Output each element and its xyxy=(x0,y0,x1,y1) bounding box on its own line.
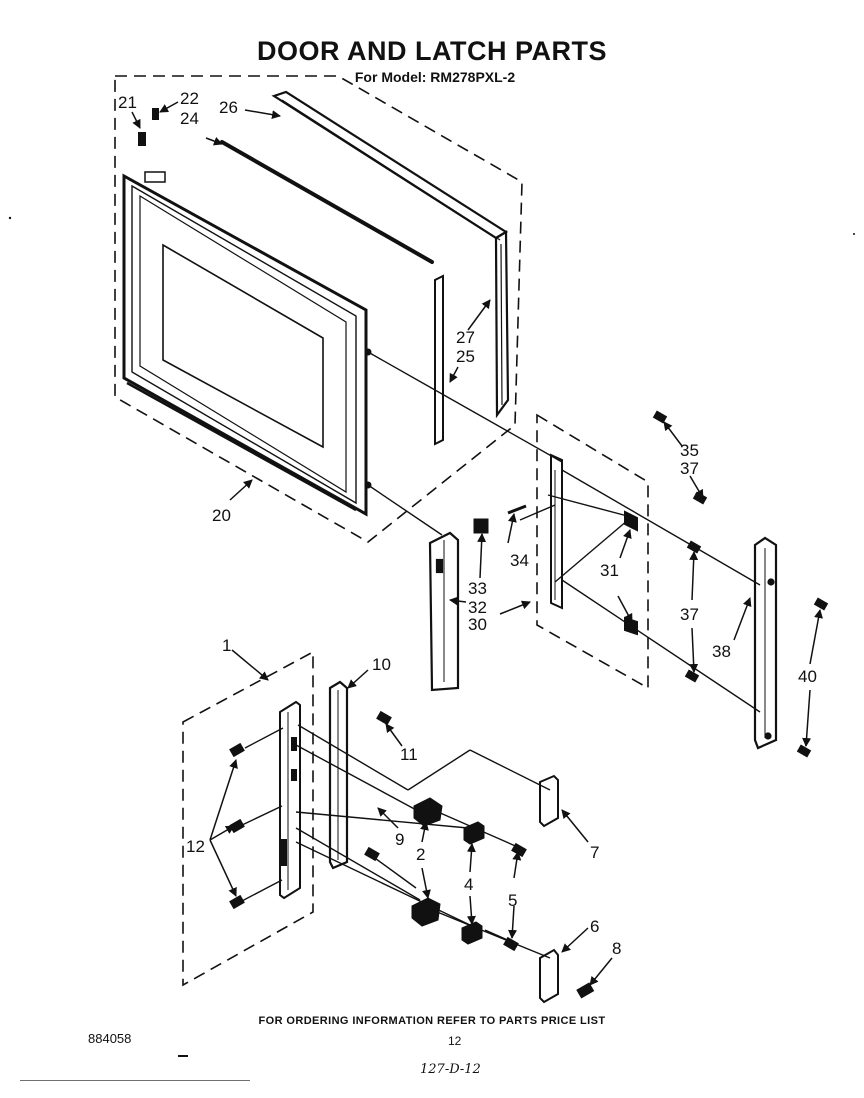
cam-2-upper xyxy=(413,797,443,827)
screws-top xyxy=(138,108,159,146)
callout-40: 40 xyxy=(798,667,817,686)
latch-assembly-outline xyxy=(182,650,314,987)
callout-6: 6 xyxy=(590,917,599,936)
assembly-outlines xyxy=(114,75,649,987)
page-number: 12 xyxy=(448,1034,462,1048)
door-assembly-outline xyxy=(114,75,523,543)
model-subtitle: For Model: RM278PXL-2 xyxy=(354,69,516,85)
callout-11: 11 xyxy=(400,745,418,764)
callout-20: 20 xyxy=(212,506,231,525)
switch-7 xyxy=(539,774,559,828)
callout-35: 35 xyxy=(680,441,699,460)
callout-arrows xyxy=(131,101,823,986)
callout-1: 1 xyxy=(222,636,231,655)
door-top-bracket xyxy=(144,171,166,183)
seal-strip-25 xyxy=(434,274,444,446)
callout-31: 31 xyxy=(600,561,619,580)
callout-labels: 21 22 24 26 27 25 20 35 37 34 31 33 32 3… xyxy=(118,89,817,958)
callout-37-upper: 37 xyxy=(680,459,699,478)
block-4-lower xyxy=(461,921,483,945)
block-4-upper xyxy=(463,821,485,845)
cam-2-lower xyxy=(411,897,441,927)
callout-22: 22 xyxy=(180,89,199,108)
latch-arm-10 xyxy=(328,680,349,870)
switch-31-upper xyxy=(624,510,638,532)
seal-strip-24 xyxy=(220,140,434,264)
scan-specks xyxy=(8,216,855,1081)
knob-33 xyxy=(473,518,489,534)
callout-2: 2 xyxy=(416,845,425,864)
lower-small-parts xyxy=(229,710,595,1004)
latch-plate-1 xyxy=(279,700,301,900)
callout-30: 30 xyxy=(468,615,487,634)
callout-33: 33 xyxy=(468,579,487,598)
callout-27: 27 xyxy=(456,328,475,347)
callout-21: 21 xyxy=(118,93,137,112)
choke-cover-26 xyxy=(271,90,509,240)
callout-25: 25 xyxy=(456,347,475,366)
callout-8: 8 xyxy=(612,939,621,958)
callout-12: 12 xyxy=(186,837,205,856)
callout-38: 38 xyxy=(712,642,731,661)
ordering-note: FOR ORDERING INFORMATION REFER TO PARTS … xyxy=(258,1015,606,1027)
callout-9: 9 xyxy=(395,830,404,849)
lower-assembly-lines xyxy=(239,724,551,959)
assembly-lines xyxy=(367,351,761,713)
document-number: 884058 xyxy=(88,1031,132,1046)
callout-34: 34 xyxy=(510,551,529,570)
callout-32: 32 xyxy=(468,598,487,617)
latch-frame-outline xyxy=(536,413,649,690)
door-window xyxy=(162,243,324,449)
callout-5: 5 xyxy=(508,891,517,910)
diagram-title: DOOR AND LATCH PARTS xyxy=(257,36,607,66)
callout-26: 26 xyxy=(219,98,238,117)
spring-34 xyxy=(473,504,527,534)
callout-37-lower: 37 xyxy=(680,605,699,624)
handwritten-reference: 127-D-12 xyxy=(420,1062,481,1077)
callout-24: 24 xyxy=(180,109,199,128)
callout-7: 7 xyxy=(590,843,599,862)
latch-lever-32 xyxy=(428,531,460,692)
switch-6 xyxy=(539,948,559,1004)
callout-4: 4 xyxy=(464,875,473,894)
bracket-38 xyxy=(753,536,778,750)
callout-10: 10 xyxy=(372,655,391,674)
door-frame xyxy=(122,171,372,517)
